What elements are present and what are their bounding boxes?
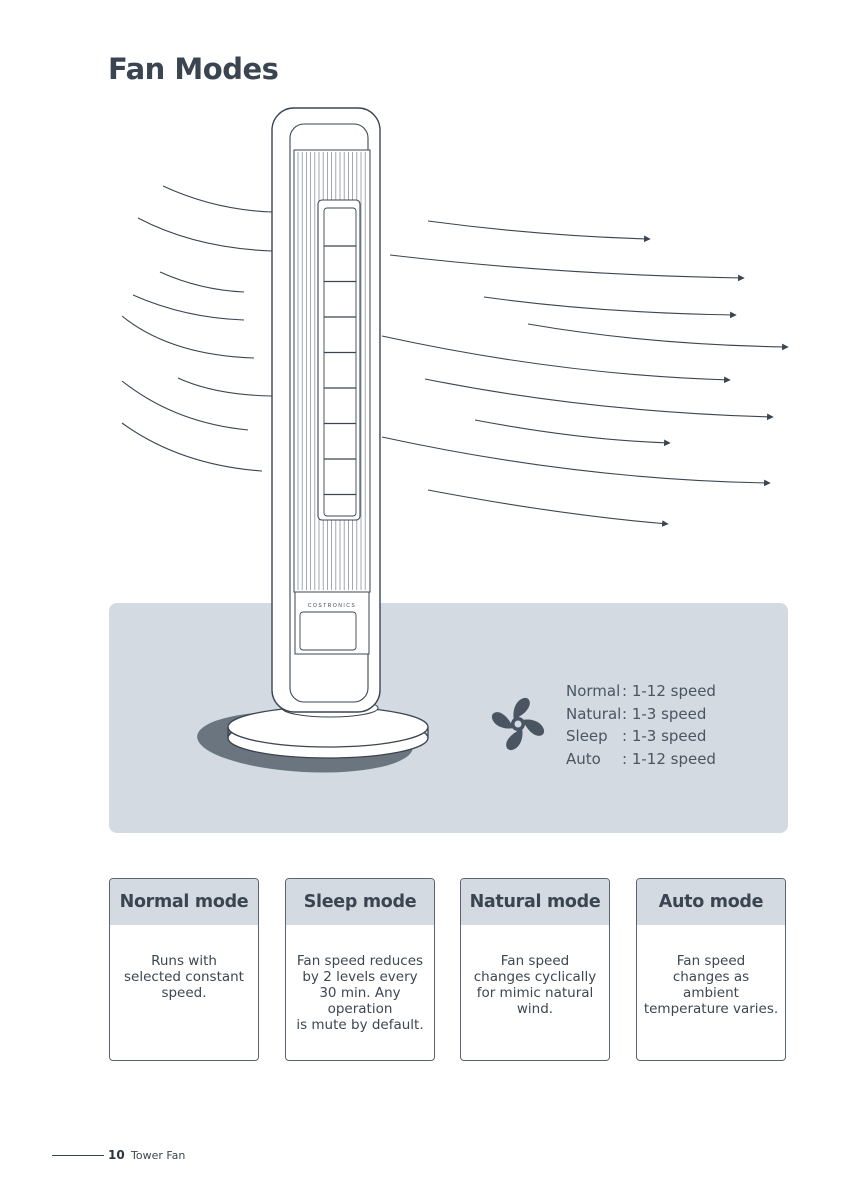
- mode-card-title: Auto mode: [637, 879, 785, 925]
- footer-label: Tower Fan: [131, 1149, 186, 1162]
- speed-name: Normal: [566, 682, 621, 700]
- speed-value: : 1-3 speed: [622, 704, 707, 723]
- footer-rule: [52, 1155, 104, 1156]
- mode-card-auto: Auto mode Fan speed changes as ambient t…: [636, 878, 786, 1061]
- description-line: ambient: [683, 985, 739, 1001]
- description-line: speed.: [161, 985, 207, 1001]
- speed-value: : 1-12 speed: [622, 682, 716, 700]
- mode-card-normal: Normal mode Runs with selected constant …: [109, 878, 259, 1061]
- mode-card-title: Natural mode: [461, 879, 609, 925]
- mode-card-description: Fan speed changes cyclically for mimic n…: [461, 925, 609, 1017]
- description-line: changes cyclically: [473, 969, 597, 985]
- mode-card-title: Normal mode: [110, 879, 258, 925]
- speed-value: : 1-12 speed: [622, 749, 716, 768]
- page-title: Fan Modes: [108, 52, 279, 86]
- mode-card-title: Sleep mode: [286, 879, 434, 925]
- product-logo: COSTRONICS: [308, 603, 356, 609]
- description-line: for mimic natural: [476, 985, 594, 1001]
- description-line: Fan speed reduces: [296, 953, 424, 969]
- description-line: wind.: [516, 1001, 554, 1017]
- speed-list: Normal: 1-12 speed Natural: 1-3 speed Sl…: [566, 680, 716, 770]
- description-line: 30 min. Any operation: [319, 985, 401, 1017]
- description-line: selected constant: [124, 969, 244, 985]
- mode-card-sleep: Sleep mode Fan speed reduces by 2 levels…: [285, 878, 435, 1061]
- info-panel: [109, 603, 788, 833]
- mode-card-natural: Natural mode Fan speed changes cyclicall…: [460, 878, 610, 1061]
- description-line: changes as: [672, 969, 750, 985]
- description-line: by 2 levels every: [302, 969, 418, 985]
- speed-row-natural: Natural: 1-3 speed: [566, 703, 716, 726]
- page-number: 10: [108, 1148, 125, 1162]
- description-line: is mute by default.: [296, 1017, 424, 1033]
- mode-card-description: Runs with selected constant speed.: [110, 925, 258, 1001]
- description-line: Runs with: [151, 953, 217, 969]
- speed-name: Auto: [566, 749, 601, 768]
- speed-row-auto: Auto : 1-12 speed: [566, 748, 716, 771]
- description-line: Fan speed: [676, 953, 746, 969]
- speed-name: Sleep: [566, 727, 608, 745]
- speed-row-normal: Normal: 1-12 speed: [566, 680, 716, 703]
- fan-icon: [491, 697, 545, 751]
- description-line: temperature varies.: [643, 1001, 779, 1017]
- mode-card-description: Fan speed changes as ambient temperature…: [637, 925, 785, 1017]
- description-line: Fan speed: [500, 953, 570, 969]
- speed-row-sleep: Sleep : 1-3 speed: [566, 725, 716, 748]
- speed-value: : 1-3 speed: [622, 727, 707, 745]
- speed-name: Natural: [566, 704, 622, 723]
- mode-card-description: Fan speed reduces by 2 levels every 30 m…: [286, 925, 434, 1033]
